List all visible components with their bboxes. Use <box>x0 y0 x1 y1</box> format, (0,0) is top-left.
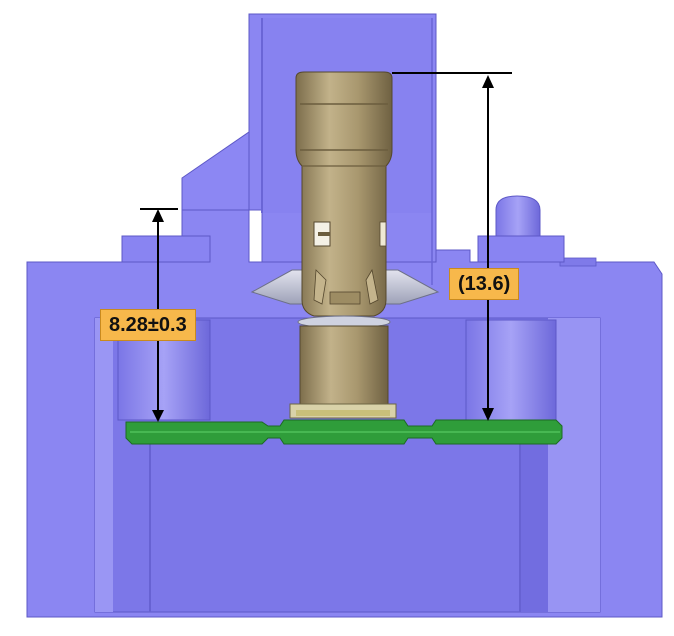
dimension-label-right: (13.6) <box>449 268 520 300</box>
cavity-left-wall <box>95 318 113 612</box>
dimension-label-left: 8.28±0.3 <box>100 309 196 341</box>
connector <box>289 71 397 419</box>
cavity-right-inner <box>520 430 548 612</box>
dimension-right <box>392 72 512 421</box>
connector-upper <box>295 71 393 317</box>
connector-lower <box>299 325 389 407</box>
cavity-right-wall <box>548 318 600 612</box>
pcb-board <box>125 419 563 445</box>
